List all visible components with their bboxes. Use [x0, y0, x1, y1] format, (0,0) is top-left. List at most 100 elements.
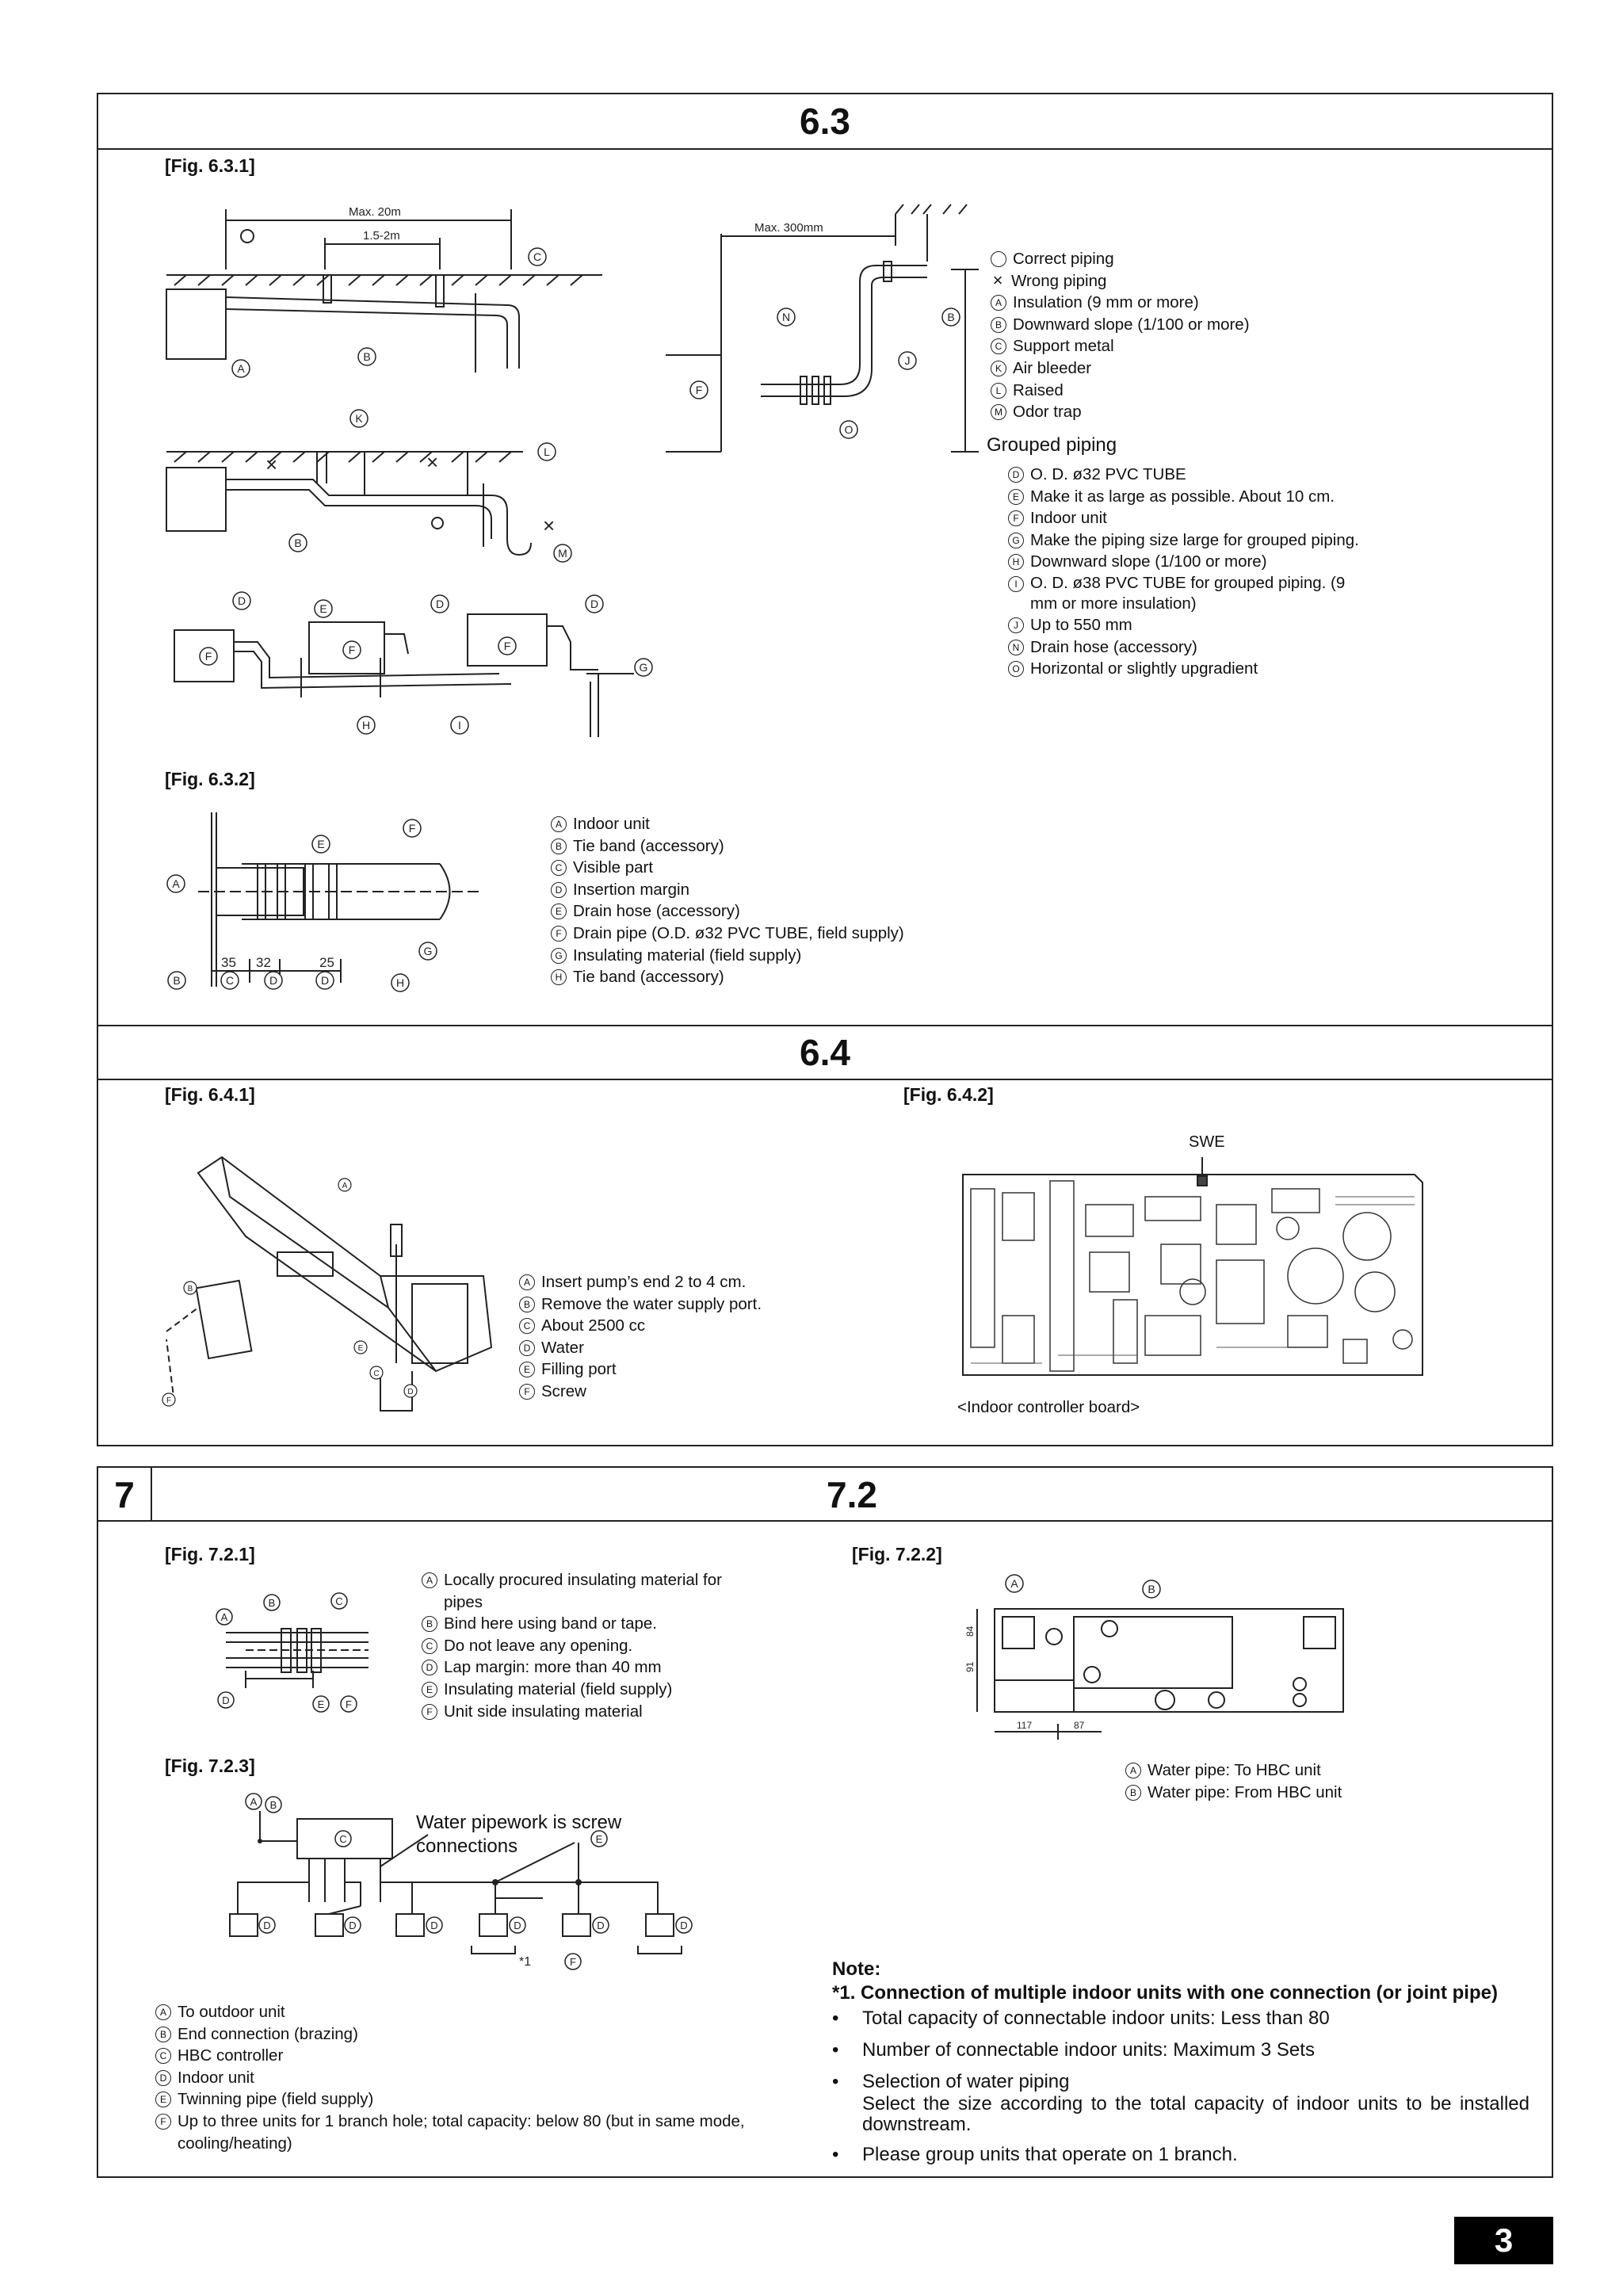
section-7-2-title: 7.2: [152, 1468, 1552, 1522]
marker-a-icon: A: [551, 816, 567, 832]
svg-text:B: B: [1148, 1583, 1155, 1595]
svg-text:K: K: [355, 412, 363, 425]
note-subtext: Select the size according to the total c…: [862, 2093, 1529, 2135]
svg-text:D: D: [263, 1920, 270, 1931]
fig-6-4-1-drawing: ABE CDF: [162, 1156, 493, 1412]
note-bullet: •Total capacity of connectable indoor un…: [832, 2008, 1330, 2029]
wrong-cross-icon: ×: [992, 269, 1003, 290]
page-number: 3: [1454, 2217, 1553, 2264]
marker-j-icon: J: [1008, 617, 1024, 633]
svg-text:J: J: [905, 354, 911, 367]
marker-d-icon: D: [1008, 467, 1024, 483]
note-bullet: •Selection of water piping: [832, 2071, 1070, 2092]
svg-text:D: D: [222, 1694, 229, 1706]
marker-b-icon: B: [1125, 1784, 1141, 1801]
svg-text:E: E: [596, 1833, 603, 1845]
screw-connections-callout: Water pipework is screw connections: [416, 1812, 622, 1857]
svg-text:D: D: [349, 1920, 356, 1931]
svg-text:E: E: [319, 602, 327, 615]
marker-i-icon: I: [1008, 575, 1024, 592]
marker-f-icon: F: [551, 925, 567, 942]
marker-e-icon: E: [155, 2092, 171, 2108]
note-bullet: •Please group units that operate on 1 br…: [832, 2144, 1238, 2165]
fig-6-3-1-legend: ○Correct piping ×Wrong piping AInsulatio…: [991, 248, 1250, 423]
section-7-number: 7: [98, 1468, 152, 1522]
svg-text:G: G: [640, 661, 648, 674]
marker-o-icon: O: [1008, 661, 1024, 678]
note-bullet: •Number of connectable indoor units: Max…: [832, 2039, 1315, 2061]
svg-text:C: C: [339, 1833, 346, 1845]
marker-b-icon: B: [551, 838, 567, 854]
svg-text:C: C: [226, 974, 234, 987]
marker-g-icon: G: [1008, 532, 1024, 548]
marker-d-icon: D: [551, 881, 567, 898]
marker-f-icon: F: [1008, 510, 1024, 527]
svg-text:A: A: [250, 1796, 258, 1808]
dim-32: 32: [256, 955, 271, 970]
dim-84: 84: [964, 1626, 976, 1637]
svg-text:D: D: [514, 1920, 521, 1931]
fig-6-4-1-label: [Fig. 6.4.1]: [165, 1084, 255, 1105]
svg-text:M: M: [558, 547, 567, 560]
svg-text:D: D: [269, 974, 277, 987]
marker-h-icon: H: [1008, 554, 1024, 571]
svg-text:B: B: [173, 974, 180, 987]
svg-text:I: I: [458, 719, 461, 732]
marker-b-icon: B: [991, 316, 1006, 333]
marker-c-icon: C: [519, 1318, 535, 1335]
marker-k-icon: K: [991, 360, 1006, 376]
svg-text:D: D: [430, 1920, 437, 1931]
marker-m-icon: M: [991, 404, 1006, 421]
svg-text:F: F: [205, 650, 212, 663]
marker-a-icon: A: [422, 1572, 437, 1588]
marker-e-icon: E: [519, 1362, 535, 1378]
svg-text:D: D: [680, 1920, 687, 1931]
svg-text:C: C: [373, 1370, 379, 1378]
marker-d-icon: D: [519, 1339, 535, 1356]
fig-6-4-2-label: [Fig. 6.4.2]: [903, 1084, 994, 1105]
correct-circle-icon: ○: [991, 251, 1006, 267]
section-6-3-title: 6.3: [98, 94, 1552, 150]
svg-text:B: B: [270, 1799, 277, 1811]
svg-text:D: D: [238, 594, 246, 607]
marker-d-icon: D: [422, 1660, 437, 1676]
svg-text:A: A: [172, 877, 180, 890]
marker-a-icon: A: [1125, 1763, 1141, 1778]
svg-text:F: F: [166, 1396, 171, 1405]
svg-text:×: ×: [426, 450, 438, 474]
svg-text:A: A: [1010, 1577, 1018, 1590]
dim-87: 87: [1074, 1720, 1085, 1731]
svg-text:L: L: [544, 445, 550, 458]
fig-7-2-2-label: [Fig. 7.2.2]: [852, 1544, 942, 1564]
